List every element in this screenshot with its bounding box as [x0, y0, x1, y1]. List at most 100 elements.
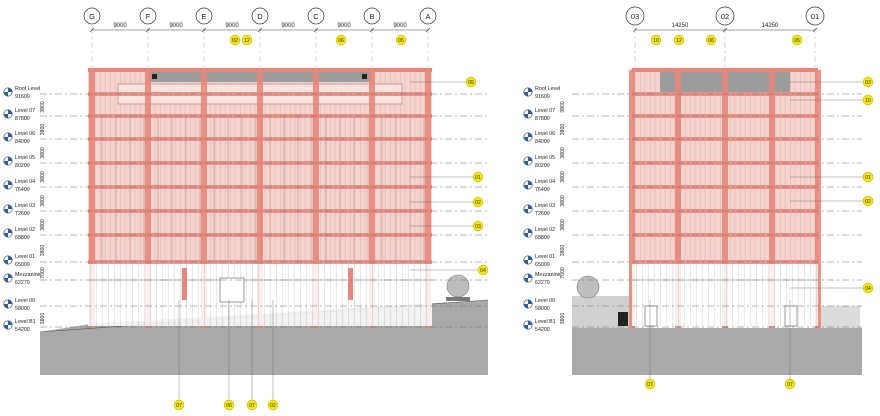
- left-level-span: 3800: [40, 171, 46, 183]
- right-top-tag-label: 06: [708, 38, 714, 44]
- grid-bubble: [715, 6, 735, 26]
- grid-bubble: [363, 7, 381, 25]
- bay-dimension: 9000: [281, 23, 295, 29]
- right-level-span: 7000: [560, 267, 566, 279]
- column: [201, 70, 207, 328]
- grid-label: 01: [811, 12, 819, 21]
- right-right-tag-label: 03: [865, 80, 871, 86]
- left-right-tag: 03: [472, 220, 484, 232]
- right-level-elevation: 87800: [535, 116, 550, 122]
- left-bottom-tag-label: 06: [226, 403, 232, 409]
- left-bottom-tag-label: 07: [249, 403, 255, 409]
- column: [369, 70, 375, 328]
- left-bottom-tag: 06: [223, 399, 235, 411]
- left-level-marker-icon: [3, 255, 13, 265]
- right-level-span: 3800: [560, 245, 566, 257]
- service-door: [618, 312, 628, 326]
- column: [675, 70, 681, 328]
- entrance-door: [784, 305, 798, 327]
- left-level-name: Level 01: [15, 254, 35, 260]
- column: [722, 70, 728, 328]
- grid-bubble: [805, 6, 825, 26]
- left-level-marker-icon: [3, 156, 13, 166]
- grid-bubble: [139, 7, 157, 25]
- left-right-tag-label: 01: [475, 175, 481, 181]
- left-right-tag-label: 03: [475, 224, 481, 230]
- left-level-marker-icon: [3, 228, 13, 238]
- right-level-marker-icon: [523, 299, 533, 309]
- right-top-tag: 12: [673, 34, 685, 46]
- column: [769, 70, 775, 328]
- left-level-span: 3800: [40, 147, 46, 159]
- right-level-elevation: 91600: [535, 94, 550, 100]
- left-bottom-tag: 07: [246, 399, 258, 411]
- sphere-sculpture: [576, 275, 600, 299]
- left-top-tag: 02: [229, 34, 241, 46]
- ground-fill: [572, 328, 862, 375]
- right-level-elevation: 72600: [535, 211, 550, 217]
- right-level-marker-icon: [523, 228, 533, 238]
- left-level-marker-icon: [3, 204, 13, 214]
- left-bottom-tag: 07: [173, 399, 185, 411]
- dimension-tick: [313, 27, 319, 33]
- right-level-elevation: 68800: [535, 235, 550, 241]
- right-level-elevation: 62270: [535, 280, 550, 286]
- dimension-tick: [89, 27, 95, 33]
- column: [145, 70, 151, 328]
- right-top-tag-label: 10: [653, 38, 659, 44]
- right-level-marker-icon: [523, 87, 533, 97]
- grid-label: B: [369, 12, 374, 21]
- right-right-tag: 10: [862, 94, 874, 106]
- left-level-name: Mezzanine: [15, 272, 41, 278]
- right-level-elevation: 54200: [535, 327, 550, 333]
- right-level-name: Level 01: [535, 254, 555, 260]
- column: [629, 70, 635, 328]
- left-level-marker-icon: [3, 109, 13, 119]
- left-level-elevation: 80200: [15, 163, 30, 169]
- dimension-tick: [425, 27, 431, 33]
- grid-bubble: [251, 7, 269, 25]
- right-level-span: 3800: [560, 101, 566, 113]
- dimension-tick: [369, 27, 375, 33]
- bay-dimension: 9000: [393, 23, 407, 29]
- left-bottom-tag: 02: [267, 399, 279, 411]
- left-right-tag: 01: [472, 171, 484, 183]
- left-level-marker-icon: [3, 132, 13, 142]
- column: [815, 70, 821, 328]
- dimension-tick: [257, 27, 263, 33]
- grid-label: E: [201, 12, 206, 21]
- left-bottom-tag-label: 02: [270, 403, 276, 409]
- right-top-tag: 10: [650, 34, 662, 46]
- right-bottom-tag-label: 07: [647, 382, 653, 388]
- left-top-tag-label: 02: [232, 38, 238, 44]
- left-top-tag-label: 06: [338, 38, 344, 44]
- left-right-tag-label: 04: [480, 268, 486, 274]
- right-right-tag: 01: [862, 171, 874, 183]
- sphere-base: [446, 297, 470, 301]
- dimension-tick: [201, 27, 207, 33]
- roof-vent: [152, 74, 157, 79]
- grid-bubble: [625, 6, 645, 26]
- left-level-name: Level 03: [15, 203, 35, 209]
- right-right-tag: 03: [862, 76, 874, 88]
- grid-label: F: [146, 12, 151, 21]
- left-level-name: Level 00: [15, 298, 35, 304]
- column: [257, 70, 263, 328]
- right-level-marker-icon: [523, 132, 533, 142]
- left-level-span: 3800: [40, 195, 46, 207]
- right-level-span: 3800: [560, 147, 566, 159]
- left-top-tag: 12: [241, 34, 253, 46]
- left-level-name: Level 02: [15, 227, 35, 233]
- grid-label: 02: [721, 12, 729, 21]
- right-right-tag-label: 04: [865, 286, 871, 292]
- left-level-span: 3800: [40, 219, 46, 231]
- dimension-tick: [145, 27, 151, 33]
- left-level-name: Level B1: [15, 319, 36, 325]
- left-right-tag-label: 02: [475, 200, 481, 206]
- right-level-elevation: 76400: [535, 187, 550, 193]
- left-level-span: 3800: [40, 245, 46, 257]
- left-top-tag: 05: [395, 34, 407, 46]
- ground-pier: [182, 268, 187, 300]
